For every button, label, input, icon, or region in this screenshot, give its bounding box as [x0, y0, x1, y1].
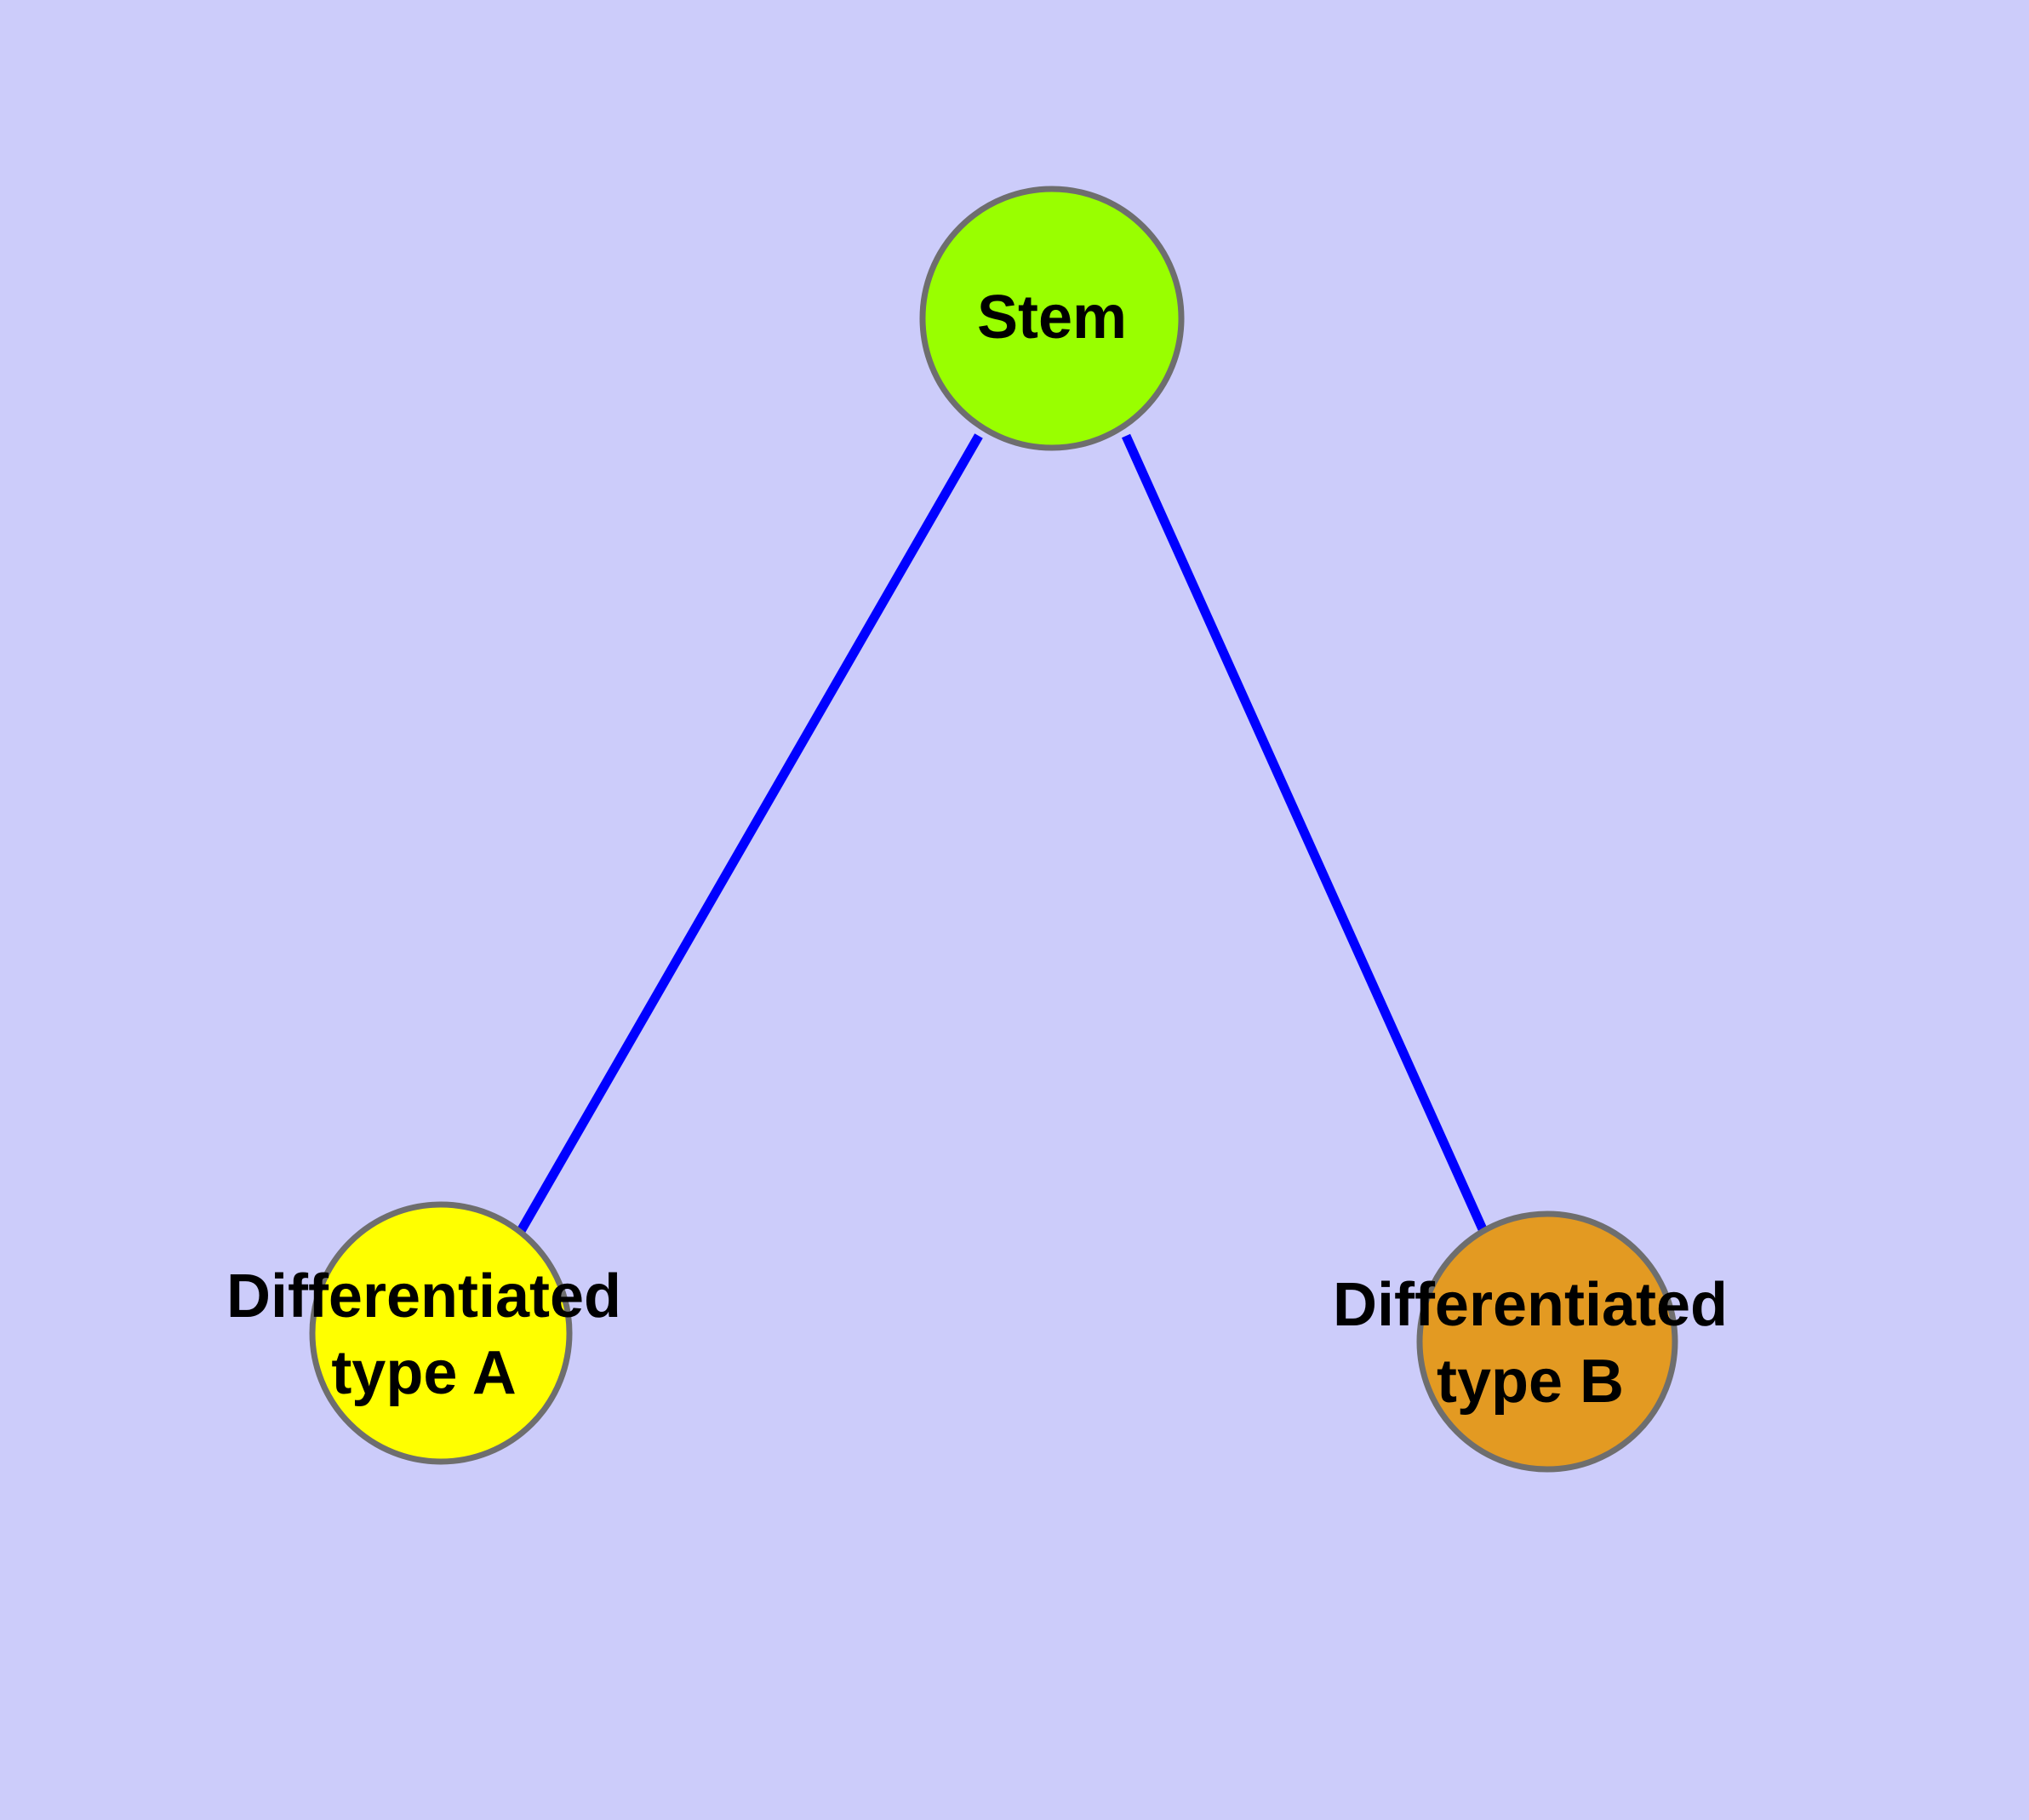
edge-stem-to-diff-b[interactable]: [1121, 433, 1488, 1232]
node-diff-b-label-line2: type B: [1437, 1348, 1624, 1416]
node-diff-a-label-line2: type A: [331, 1339, 516, 1407]
edges-layer: [517, 433, 1488, 1233]
node-stem-circle[interactable]: [919, 186, 1185, 451]
labels-layer: Stem Differentiated type A Differentiate…: [226, 283, 1728, 1416]
node-diff-a-label-line1: Differentiated: [226, 1262, 621, 1331]
nodes-layer: [309, 186, 1678, 1473]
node-diff-b-label-line1: Differentiated: [1333, 1271, 1728, 1339]
edge-stem-to-diff-a[interactable]: [517, 433, 983, 1233]
node-stem-label: Stem: [977, 283, 1127, 352]
node-diff-b-circle[interactable]: [1416, 1210, 1678, 1473]
node-diff-a-circle[interactable]: [309, 1201, 573, 1465]
